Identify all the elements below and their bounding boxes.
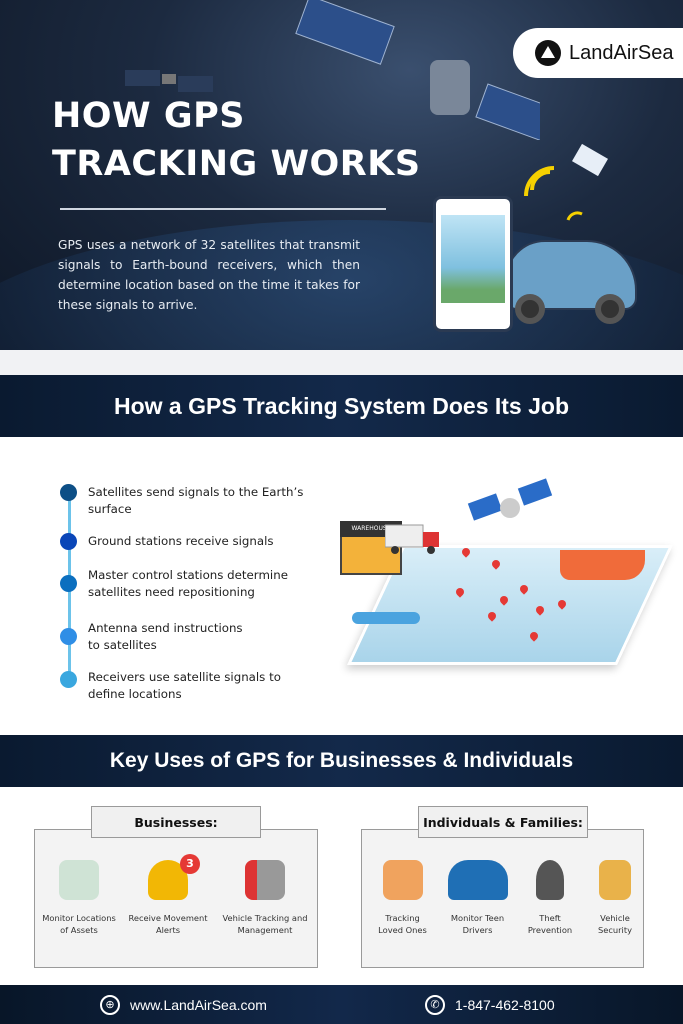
step-item: Master control stations determine satell… (60, 567, 320, 600)
use-label: Receive Movement Alerts (128, 913, 208, 935)
plane-illustration (352, 612, 420, 624)
signal-waves-icon (524, 143, 608, 221)
use-label: Vehicle Security (597, 913, 633, 935)
website-link[interactable]: ⊕ www.LandAirSea.com (100, 985, 267, 1024)
phone-link[interactable]: ✆ 1-847-462-8100 (425, 985, 555, 1024)
satellite-illustration (295, 0, 540, 140)
use-item: Theft Prevention (520, 860, 580, 936)
ship-illustration (560, 550, 645, 580)
phone-illustration (433, 196, 513, 332)
logo-mark-icon (535, 40, 561, 66)
page-title: HOW GPS TRACKING WORKS (52, 92, 421, 188)
thief-icon (536, 860, 564, 900)
satellite-icon (467, 478, 553, 521)
step-text: Satellites send signals to the Earth’s s… (88, 485, 304, 516)
globe-icon: ⊕ (100, 994, 120, 1015)
use-label: Monitor Locations of Assets (42, 913, 116, 935)
hero-section: LandAirSea HOW GPS TRACKING WORKS GPS us… (0, 0, 683, 350)
use-item: Vehicle Tracking and Management (220, 860, 310, 936)
step-dot (60, 484, 77, 501)
step-item: Satellites send signals to the Earth’s s… (60, 484, 320, 517)
phone-icon: ✆ (425, 994, 445, 1015)
phone-map-icon (382, 860, 423, 900)
step-item: Receivers use satellite signals to defin… (60, 669, 320, 702)
use-item: Vehicle Security (585, 860, 645, 936)
step-text: Receivers use satellite signals to defin… (88, 670, 281, 701)
step-text: Ground stations receive signals (88, 534, 274, 548)
truck-icon (385, 524, 439, 554)
section-heading-how: How a GPS Tracking System Does Its Job (0, 375, 683, 437)
step-dot (60, 533, 77, 550)
website-text: www.LandAirSea.com (130, 996, 267, 1013)
brand-logo[interactable]: LandAirSea (513, 28, 683, 78)
section-heading-uses: Key Uses of GPS for Businesses & Individ… (0, 735, 683, 787)
use-label: Vehicle Tracking and Management (222, 913, 308, 935)
intro-text: GPS uses a network of 32 satellites that… (58, 238, 360, 312)
use-label: Monitor Teen Drivers (450, 913, 505, 935)
brand-name: LandAirSea (569, 41, 674, 64)
use-label: Tracking Loved Ones (378, 913, 427, 935)
bell-icon: 3 (148, 854, 200, 900)
use-label: Theft Prevention (527, 913, 573, 935)
phone-text: 1-847-462-8100 (455, 996, 555, 1013)
step-item: Ground stations receive signals (60, 533, 320, 550)
step-dot (60, 575, 77, 592)
footer: ⊕ www.LandAirSea.com ✆ 1-847-462-8100 (0, 985, 683, 1024)
use-item: Tracking Loved Ones (365, 860, 440, 936)
small-satellite-icon (125, 70, 213, 92)
businesses-title: Businesses: (91, 806, 261, 838)
car-lock-icon (599, 860, 631, 900)
car-driver-icon (447, 860, 508, 900)
car-illustration (505, 240, 637, 324)
individuals-title: Individuals & Families: (418, 806, 588, 838)
title-line-2: TRACKING WORKS (52, 144, 421, 184)
divider (60, 208, 386, 210)
use-item: Monitor Teen Drivers (440, 860, 515, 936)
step-dot (60, 671, 77, 688)
truck-tracking-icon (245, 860, 285, 900)
section-spacer (0, 350, 683, 375)
assets-icon (59, 860, 99, 900)
step-text: Master control stations determine satell… (88, 568, 288, 599)
alert-badge: 3 (180, 854, 200, 874)
step-item: Antenna send instructions to satellites (60, 620, 320, 653)
use-item: Monitor Locations of Assets (38, 860, 120, 936)
title-line-1: HOW GPS (52, 96, 245, 136)
step-dot (60, 628, 77, 645)
step-text: Antenna send instructions to satellites (88, 621, 243, 652)
